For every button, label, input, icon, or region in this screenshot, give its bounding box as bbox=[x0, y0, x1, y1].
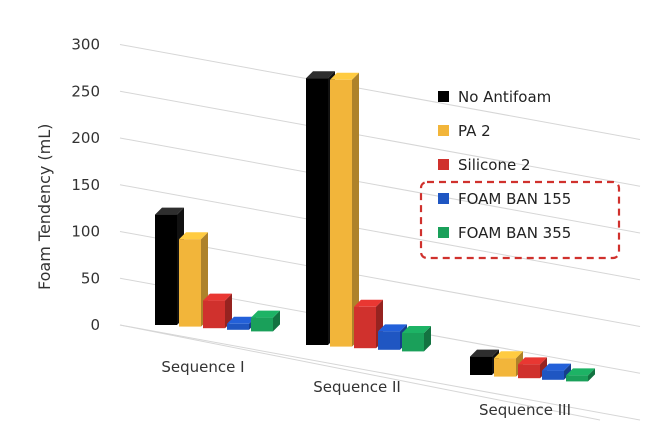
y-tick-label: 200 bbox=[71, 129, 100, 147]
bar bbox=[354, 299, 383, 349]
bar-front bbox=[378, 331, 400, 350]
bar-top bbox=[179, 232, 208, 240]
legend-item: FOAM BAN 155 bbox=[438, 190, 571, 208]
bar-top bbox=[542, 363, 571, 371]
legend-item: FOAM BAN 355 bbox=[438, 224, 571, 242]
legend-swatch bbox=[438, 227, 449, 238]
y-tick-label: 0 bbox=[90, 316, 100, 334]
bar-top bbox=[330, 72, 359, 80]
y-tick-label: 100 bbox=[71, 223, 100, 241]
legend-highlight-box bbox=[419, 180, 621, 260]
bar-side bbox=[588, 368, 595, 382]
legend-swatch bbox=[438, 125, 449, 136]
bar-top bbox=[518, 357, 547, 365]
bars bbox=[155, 71, 595, 382]
bar-front bbox=[566, 375, 588, 382]
bar-top bbox=[251, 310, 280, 318]
y-tick-label: 150 bbox=[71, 176, 100, 194]
bar bbox=[251, 310, 280, 332]
legend-item: Silicone 2 bbox=[438, 156, 531, 174]
bar-side bbox=[540, 357, 547, 379]
bar-top bbox=[470, 349, 499, 357]
bar-front bbox=[354, 306, 376, 349]
bar bbox=[518, 357, 547, 379]
bar-front bbox=[402, 333, 424, 352]
bar-side bbox=[424, 326, 431, 352]
bar-front bbox=[155, 214, 177, 325]
bar-top bbox=[378, 324, 407, 332]
y-axis-title: Foam Tendency (mL) bbox=[35, 124, 54, 290]
bar-front bbox=[227, 323, 249, 330]
bar-side bbox=[273, 310, 280, 332]
bar-front bbox=[542, 370, 564, 380]
bar-top bbox=[203, 293, 232, 301]
gridline bbox=[119, 324, 641, 421]
bar-side bbox=[352, 72, 359, 347]
bar-front bbox=[306, 78, 328, 345]
legend-label: PA 2 bbox=[458, 122, 491, 140]
legend-swatch bbox=[438, 159, 449, 170]
bar-front bbox=[179, 239, 201, 327]
legend-item: No Antifoam bbox=[438, 88, 551, 106]
gridline bbox=[119, 90, 641, 187]
gridline bbox=[119, 137, 641, 234]
category-label: Sequence III bbox=[479, 401, 571, 419]
legend-label: No Antifoam bbox=[458, 88, 551, 106]
bar bbox=[330, 72, 359, 347]
bar-front bbox=[330, 79, 352, 347]
category-label: Sequence I bbox=[161, 358, 244, 376]
y-tick-label: 50 bbox=[81, 269, 100, 287]
bar-front bbox=[203, 300, 225, 329]
bar-top bbox=[494, 351, 523, 359]
bar-front bbox=[494, 358, 516, 377]
bar-side bbox=[225, 293, 232, 329]
gridline bbox=[119, 184, 641, 281]
bar-top bbox=[227, 316, 256, 324]
category-label: Sequence II bbox=[313, 378, 401, 396]
bar-top bbox=[155, 207, 184, 215]
legend-label: FOAM BAN 155 bbox=[458, 190, 571, 208]
legend-label: FOAM BAN 355 bbox=[458, 224, 571, 242]
legend-item: PA 2 bbox=[438, 122, 491, 140]
bar bbox=[542, 363, 571, 380]
bar bbox=[203, 293, 232, 329]
bar-front bbox=[518, 364, 540, 379]
bar-top bbox=[402, 326, 431, 333]
legend: No Antifoam PA 2 Silicone 2 FOAM BAN 155FOA… bbox=[438, 88, 571, 242]
bar-top bbox=[306, 71, 335, 79]
bar bbox=[566, 368, 595, 382]
floor-line bbox=[119, 324, 601, 421]
y-tick-label: 250 bbox=[71, 82, 100, 100]
bar-top bbox=[354, 299, 383, 307]
legend-swatch bbox=[438, 193, 449, 204]
bar-side bbox=[564, 363, 571, 380]
bar-top bbox=[566, 368, 595, 376]
category-labels: Sequence I Sequence II Sequence III bbox=[161, 358, 571, 419]
legend-label: Silicone 2 bbox=[458, 156, 531, 174]
bar-front bbox=[251, 317, 273, 332]
bar bbox=[402, 326, 431, 352]
y-tick-label: 300 bbox=[71, 36, 100, 54]
bar-front bbox=[470, 356, 492, 375]
y-axis-ticks: 0 50 100 150 200 250 300 bbox=[71, 36, 100, 335]
legend-swatch bbox=[438, 91, 449, 102]
gridline bbox=[119, 44, 641, 140]
